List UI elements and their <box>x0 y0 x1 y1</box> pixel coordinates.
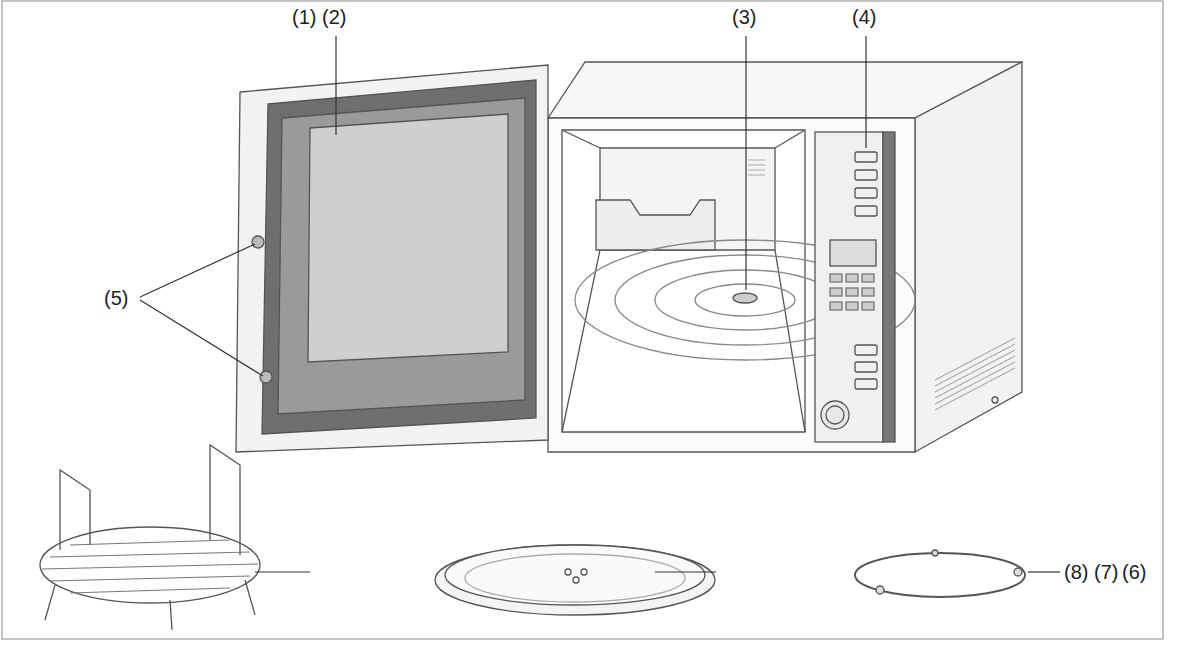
callout-number: (5) <box>104 287 128 309</box>
leader-lines <box>140 36 1060 572</box>
callout-number: (6) <box>1122 561 1146 583</box>
callout-number: (1) <box>292 6 316 28</box>
roller-ring <box>855 550 1025 597</box>
callout-number: (4) <box>852 6 876 28</box>
door <box>236 65 548 452</box>
callout-number: (3) <box>732 6 756 28</box>
turntable-plate <box>435 545 715 615</box>
cabinet <box>548 62 1022 452</box>
callout-number: (7) <box>1094 561 1118 583</box>
callout-number: (8) <box>1064 561 1088 583</box>
callout-number: (2) <box>322 6 346 28</box>
control-panel <box>815 132 895 442</box>
grill-rack <box>40 445 260 630</box>
frame <box>2 1 1163 639</box>
